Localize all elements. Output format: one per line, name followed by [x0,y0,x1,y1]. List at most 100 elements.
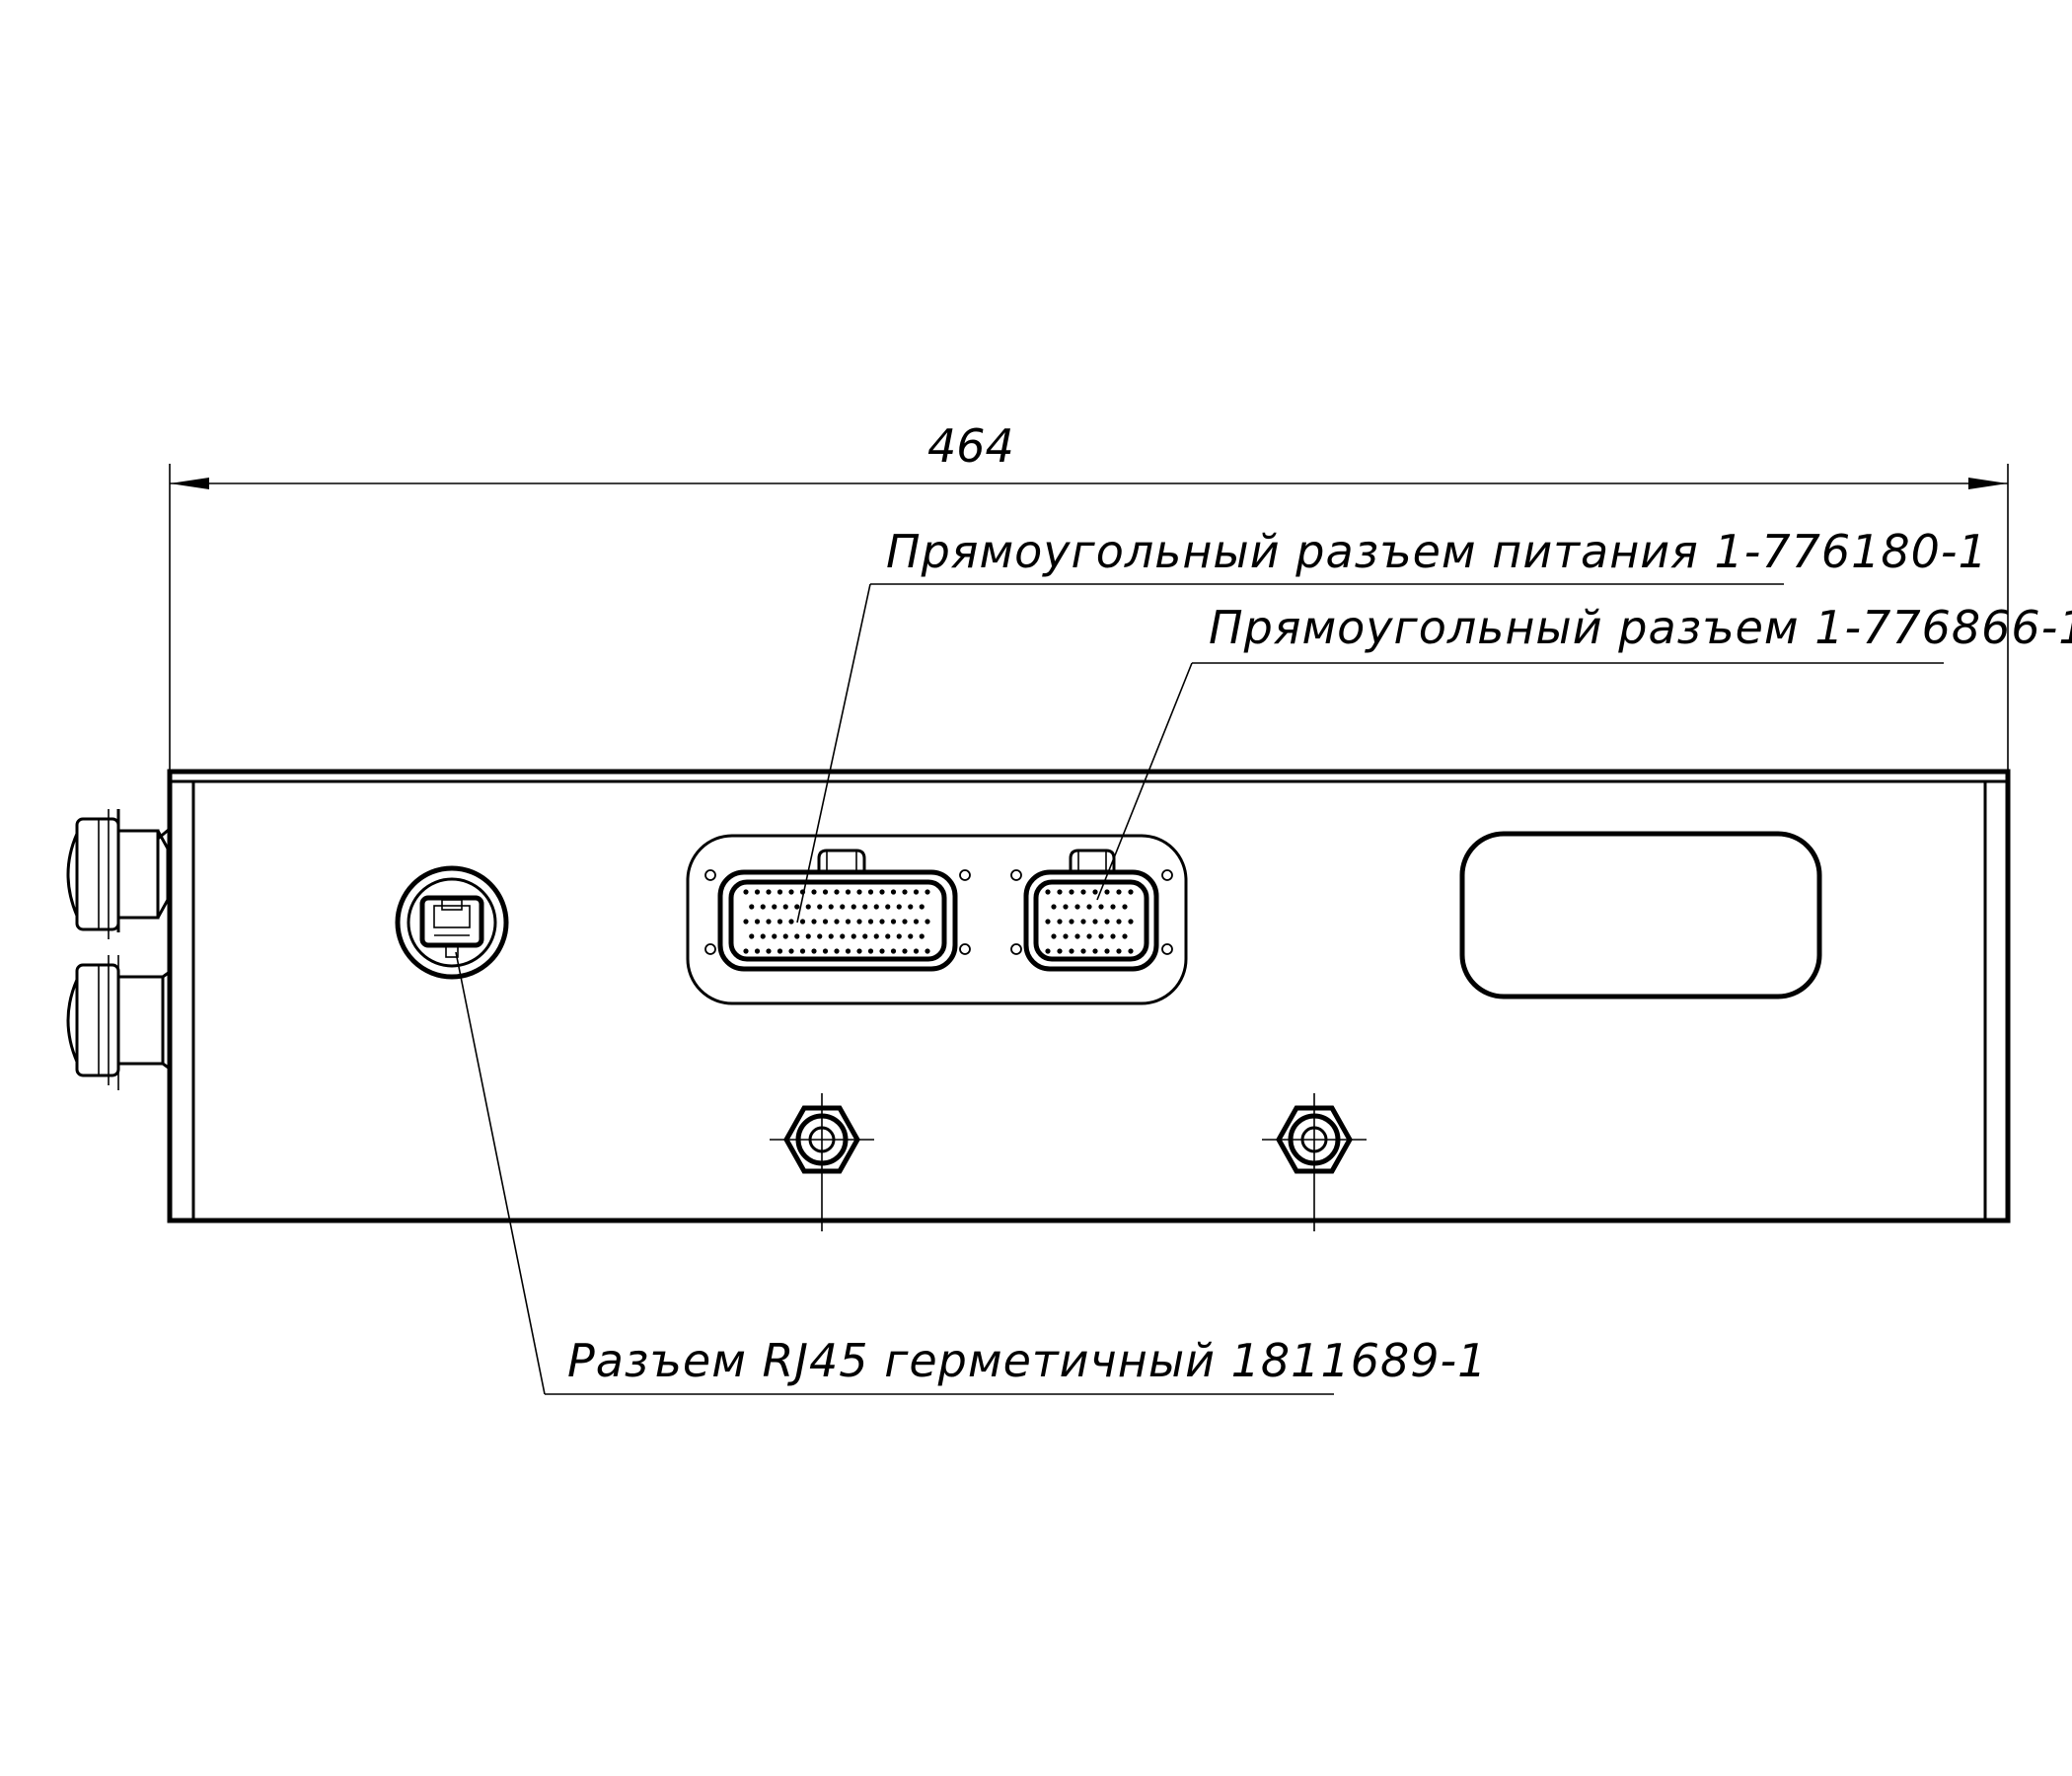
connector-pin [749,933,755,939]
connector-pin [834,919,840,925]
connector-pin [766,948,772,954]
connector-pin [1098,933,1104,939]
connector-pin [925,889,930,895]
connector-pin [760,933,766,939]
connector-pin [811,889,817,895]
connector-pin [754,919,761,925]
connector-pin [822,919,829,925]
connector-pin [777,948,783,954]
connector-pin [1069,948,1074,954]
connector-pin [1069,919,1074,925]
connector-pin [890,889,897,895]
mounting-nut-left [770,1093,874,1231]
connector-pin [743,919,749,925]
dimension-value: 464 [927,419,1014,473]
connector-pin [1116,889,1122,895]
connector-pin [867,919,874,925]
mounting-nut-right [1262,1093,1367,1231]
connector-pin [867,948,874,954]
connector-pin [908,933,914,939]
connector-pin [1122,904,1128,910]
connector-pin [1063,933,1069,939]
connector-pin [805,904,811,910]
connector-pin [754,948,761,954]
connector-pin [777,919,783,925]
connector-pin [902,948,908,954]
connector-pin [794,933,800,939]
connector-pin [772,904,777,910]
connector-pin [766,919,772,925]
callout-power-connector: Прямоугольный разъем питания 1-776180-1 [796,525,1988,924]
connector-pin [840,933,846,939]
connector-pin [845,948,851,954]
connector-pin [828,933,834,939]
connector-pin [925,919,930,925]
connector-pin [822,889,829,895]
connector-pin [1104,948,1110,954]
connector-pin [862,904,868,910]
connector-pin [856,889,862,895]
connector-pin [913,889,920,895]
connector-pin [840,904,846,910]
connector-pin [782,933,788,939]
connector-pin [879,919,885,925]
connector-pin [1086,933,1092,939]
connector-pin [913,919,920,925]
connector-pin [845,889,851,895]
connector-pin [867,889,874,895]
connector-pin [851,933,856,939]
connector-pin [1080,889,1086,895]
connector-pin [1122,933,1128,939]
connector-pin [772,933,777,939]
connector-pin [1063,904,1069,910]
connector-pin [862,933,868,939]
connector-pin [1092,889,1098,895]
cable-gland-top [66,809,171,939]
callout-rj45-connector: Разъем RJ45 герметичный 1811689-1 [455,951,1486,1395]
connector-pin [1080,919,1086,925]
connector-pin [788,889,794,895]
power-connector-1-776180-1 [704,849,971,972]
connector-pin [1051,904,1057,910]
connector-pin [1092,919,1098,925]
callout-rect-connector: Прямоугольный разъем 1-776866-1 [1096,601,2072,901]
blank-window [1459,831,1822,999]
callout-rect-connector-text: Прямоугольный разъем 1-776866-1 [1209,601,2072,654]
connector-pin [1116,919,1122,925]
connector-plate [686,834,1188,1005]
connector-pin [919,904,925,910]
connector-pin [1098,904,1104,910]
rect-connector-1-776866-1 [1010,849,1173,972]
connector-pin [902,889,908,895]
connector-pin [1045,919,1051,925]
connector-pin [919,933,925,939]
connector-pin [885,904,891,910]
connector-pin [856,948,862,954]
overall-width-dimension: 464 [169,419,2009,779]
connector-pin [1057,889,1063,895]
connector-pin [851,904,856,910]
connector-pin [1116,948,1122,954]
housing [167,769,2011,1223]
connector-pin [834,889,840,895]
connector-pin [873,933,879,939]
connector-pin [760,904,766,910]
connector-pin [913,948,920,954]
connector-pin [828,904,834,910]
connector-pin [811,919,817,925]
connector-pin [799,948,806,954]
connector-pin [908,904,914,910]
connector-pin [879,948,885,954]
connector-pin [749,904,755,910]
connector-pin [1086,904,1092,910]
connector-pin [788,919,794,925]
callout-power-connector-text: Прямоугольный разъем питания 1-776180-1 [886,525,1988,578]
connector-pin [834,948,840,954]
connector-pin [1080,948,1086,954]
connector-pin [856,919,862,925]
connector-pin [1051,933,1057,939]
connector-pin [1057,948,1063,954]
connector-pin [817,933,823,939]
connector-pin [782,904,788,910]
